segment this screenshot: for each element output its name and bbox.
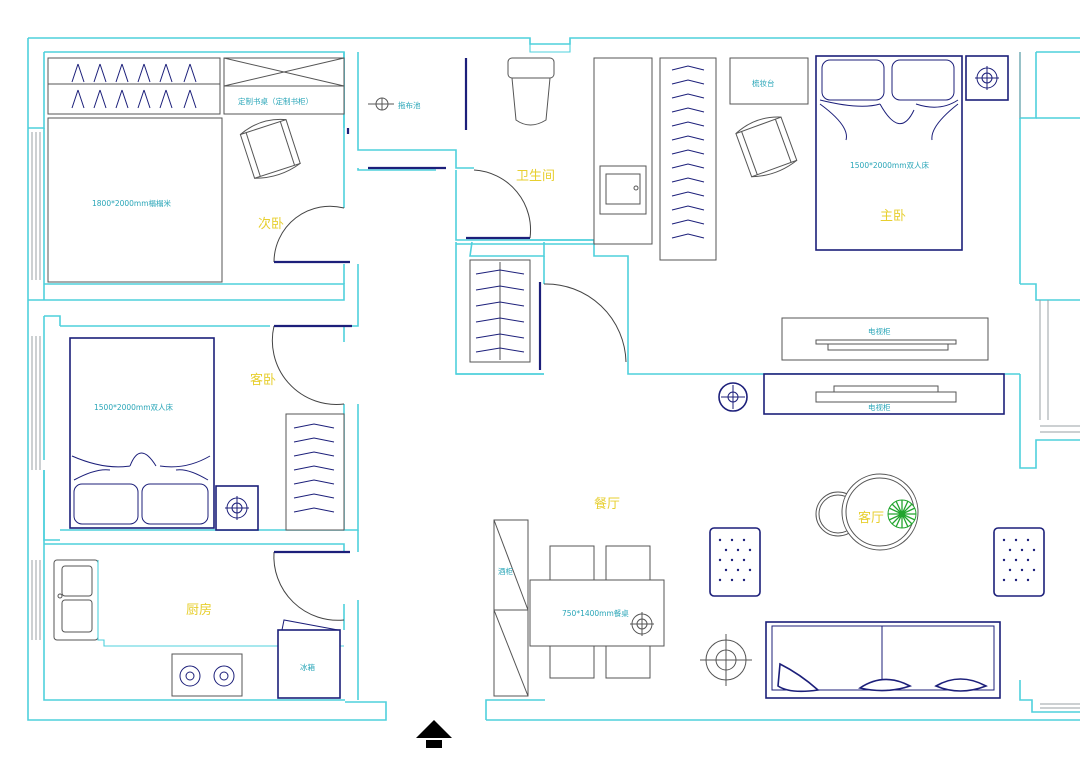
up-arrow-entrance-icon [416, 720, 452, 748]
tv-cabinet-living-label: 电视柜 [868, 402, 891, 412]
room-label-second-bedroom: 次卧 [258, 216, 284, 232]
room-label-kitchen: 厨房 [186, 602, 212, 618]
custom-desk-label: 定制书桌（定制书柜） [238, 96, 313, 106]
dresser-label: 梳妆台 [752, 78, 775, 88]
room-label-living: 客厅 [858, 510, 884, 526]
doors [271, 58, 627, 621]
desk-chair [239, 118, 301, 179]
master-bed-label: 1500*2000mm双人床 [850, 160, 930, 170]
second-bedroom-furniture: 定制书桌（定制书柜） 1800*2000mm榻榻米 [47, 57, 345, 283]
tv-cabinet-master-label: 电视柜 [868, 326, 891, 336]
room-label-dining: 餐厅 [594, 496, 620, 512]
room-label-bathroom: 卫生间 [516, 169, 555, 184]
walls [27, 37, 1080, 721]
room-labels: 次卧 卫生间 主卧 客卧 餐厅 客厅 厨房 [186, 169, 906, 618]
dresser-chair [735, 116, 798, 178]
master-bedroom-furniture: 梳妆台 1500*2000mm双人床 电视柜 [659, 55, 1009, 361]
dining-furniture: 酒柜 750*1400mm餐桌 [493, 519, 665, 697]
plant-icon [887, 499, 917, 529]
bathroom-fixtures: 拖布池 [368, 57, 653, 245]
living-room-furniture: 电视柜 [700, 373, 1045, 699]
wine-cabinet-label: 酒柜 [498, 566, 513, 576]
guest-bedroom-furniture: 1500*2000mm双人床 [69, 337, 345, 531]
tatami-bed-label: 1800*2000mm榻榻米 [92, 198, 172, 208]
kitchen-fixtures: 冰箱 [53, 559, 344, 699]
laundry-sink-label: 拖布池 [398, 100, 421, 110]
fridge-label: 冰箱 [300, 662, 315, 672]
room-label-guest-room: 客卧 [250, 372, 276, 388]
dining-table-label: 750*1400mm餐桌 [562, 608, 629, 618]
guest-bed-label: 1500*2000mm双人床 [94, 402, 174, 412]
hall-wardrobe [469, 259, 531, 363]
toilet [507, 57, 555, 126]
room-label-master-bedroom: 主卧 [880, 209, 906, 224]
